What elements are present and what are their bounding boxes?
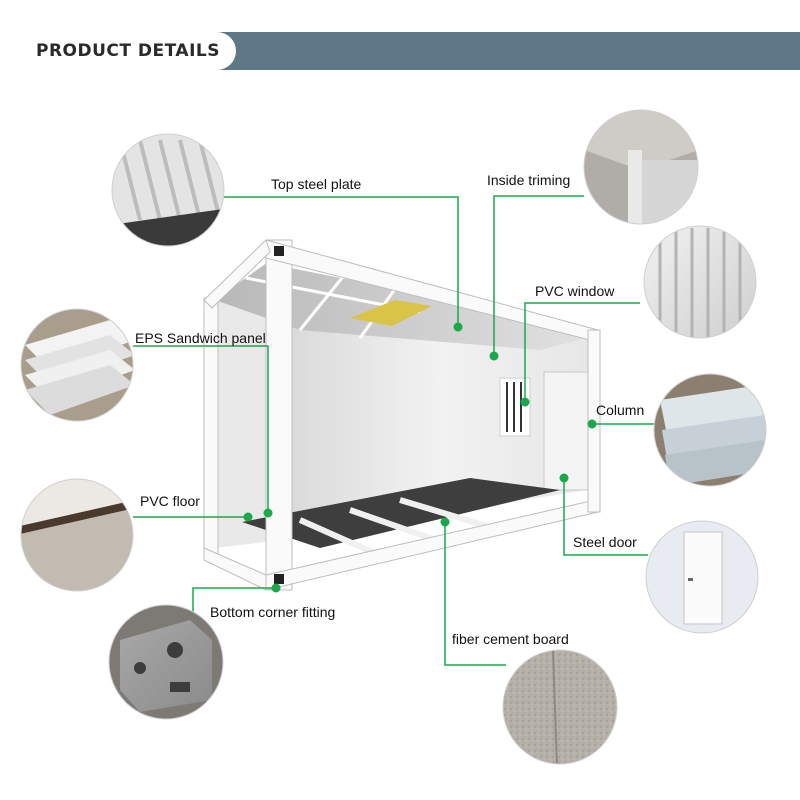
label-inside-triming: Inside triming	[487, 172, 571, 188]
window-bars	[506, 382, 522, 432]
header-tab	[0, 32, 236, 70]
container-illustration	[203, 239, 601, 591]
photo-pvc-floor	[21, 479, 133, 591]
callout-line-inside-triming	[493, 195, 584, 356]
label-top-steel-plate: Top steel plate	[271, 176, 362, 192]
label-bottom-corner-fitting: Bottom corner fitting	[210, 604, 336, 620]
photo-fiber-cement-board	[503, 650, 617, 764]
door-shape	[543, 371, 589, 491]
photo-bottom-corner-fitting	[109, 605, 223, 719]
photo-steel-door	[646, 521, 758, 633]
corner-fitting-top	[274, 246, 284, 256]
photo-eps-sandwich-panel	[21, 309, 133, 421]
left-wall	[215, 252, 282, 548]
page-title: PRODUCT DETAILS	[36, 41, 220, 61]
callout-line-eps-sandwich-panel	[133, 345, 269, 513]
photo-column	[654, 374, 766, 486]
callout-lines	[133, 195, 654, 666]
photo-top-steel-plate	[112, 134, 224, 246]
callout-line-steel-door	[563, 478, 648, 556]
corner-fitting-bottom	[274, 574, 284, 584]
photo-pvc-window	[644, 226, 756, 338]
callout-line-fiber-cement-board	[444, 522, 506, 666]
label-pvc-floor: PVC floor	[140, 493, 200, 509]
label-fiber-cement-board: fiber cement board	[452, 631, 569, 647]
ceiling	[215, 252, 598, 350]
callout-line-bottom-corner-fitting	[192, 587, 276, 612]
label-steel-door: Steel door	[573, 534, 637, 550]
label-column: Column	[596, 402, 645, 418]
frame	[203, 239, 601, 591]
label-pvc-window: PVC window	[535, 283, 615, 299]
insulation	[350, 300, 432, 326]
callout-line-pvc-window	[524, 302, 640, 402]
callout-line-top-steel-plate	[224, 196, 459, 327]
label-eps-sandwich-panel: EPS Sandwich panel	[135, 330, 266, 346]
callout-dots	[243, 322, 597, 593]
